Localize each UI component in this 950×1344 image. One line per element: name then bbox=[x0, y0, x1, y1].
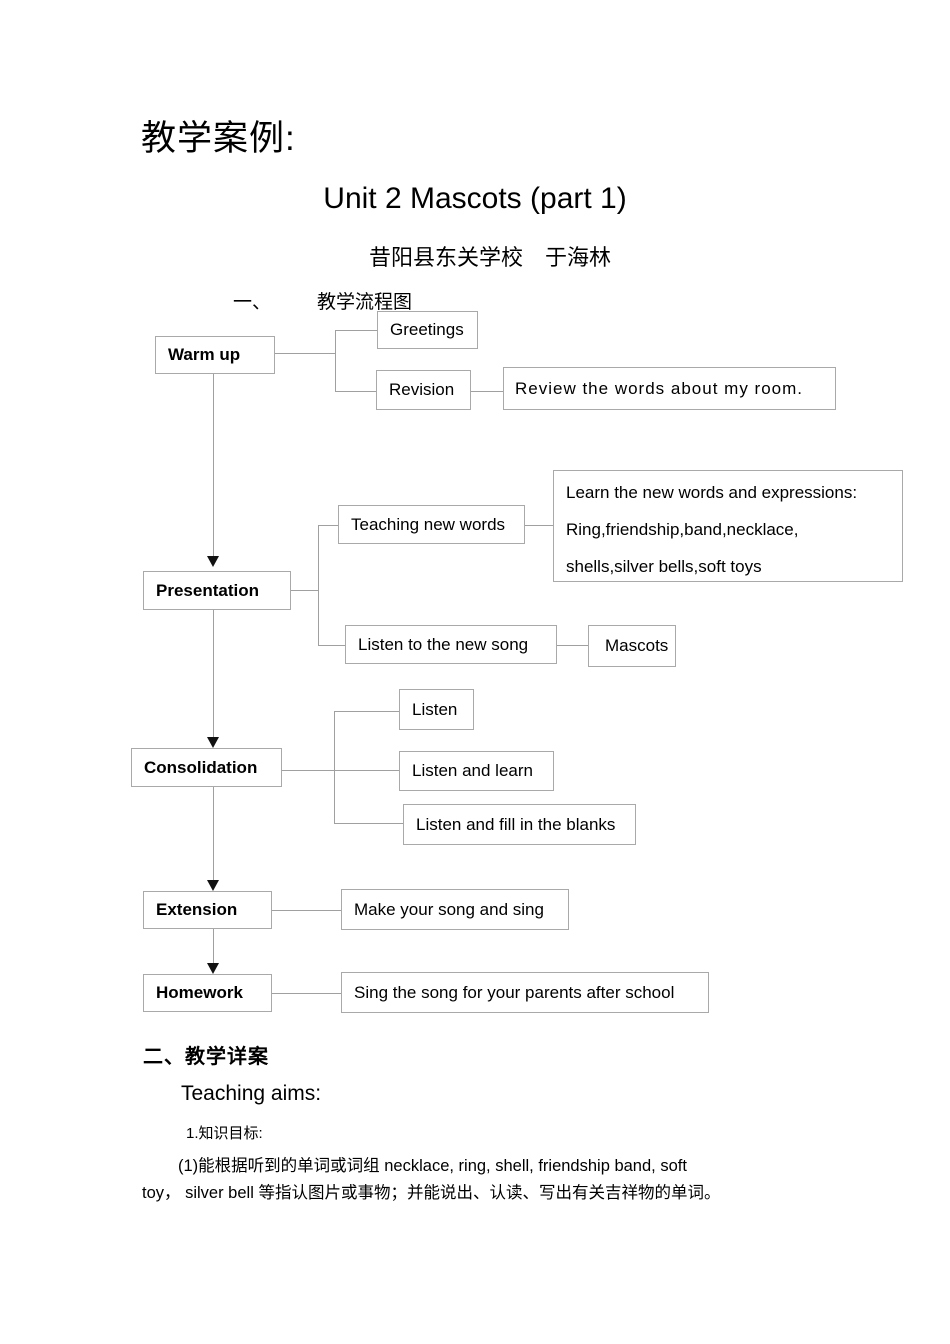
arrow-down-icon bbox=[207, 880, 219, 891]
arrow-line bbox=[213, 374, 214, 556]
arrow-down-icon bbox=[207, 963, 219, 974]
connector-line bbox=[282, 770, 399, 771]
teaching-aims-heading: Teaching aims: bbox=[181, 1082, 322, 1105]
author-line: 昔阳县东关学校 于海林 bbox=[368, 245, 611, 270]
connector-line bbox=[275, 353, 335, 354]
learn-words-line-1: Learn the new words and expressions: bbox=[566, 483, 858, 502]
flow-box-homework: Homework bbox=[143, 974, 272, 1012]
flow-box-learn-words: Learn the new words and expressions: Rin… bbox=[553, 470, 903, 582]
connector-line bbox=[471, 391, 503, 392]
connector-line bbox=[335, 391, 376, 392]
learn-words-line-3: shells,silver bells,soft toys bbox=[566, 557, 762, 576]
flow-box-extension: Extension bbox=[143, 891, 272, 929]
flow-box-listen-and-fill: Listen and fill in the blanks bbox=[403, 804, 636, 845]
flow-box-mascots: Mascots bbox=[588, 625, 676, 667]
connector-line bbox=[335, 330, 377, 331]
flow-box-revision: Revision bbox=[376, 370, 471, 410]
doc-type-label: 教学案例: bbox=[141, 119, 296, 158]
connector-line bbox=[334, 711, 399, 712]
section-one-title: 教学流程图 bbox=[317, 292, 413, 313]
flow-box-sing-song: Sing the song for your parents after sch… bbox=[341, 972, 709, 1013]
connector-line bbox=[318, 525, 319, 646]
connector-line bbox=[335, 330, 336, 392]
arrow-down-icon bbox=[207, 556, 219, 567]
flow-box-teaching-new-words: Teaching new words bbox=[338, 505, 525, 544]
connector-line bbox=[525, 525, 553, 526]
arrow-line bbox=[213, 787, 214, 880]
flow-box-listen-to-song: Listen to the new song bbox=[345, 625, 557, 664]
connector-line bbox=[318, 525, 338, 526]
connector-line bbox=[334, 711, 335, 824]
unit-title: Unit 2 Mascots (part 1) bbox=[323, 182, 627, 215]
connector-line bbox=[334, 823, 403, 824]
section-one-heading: 一、 教学流程图 bbox=[233, 287, 412, 314]
flow-box-make-song: Make your song and sing bbox=[341, 889, 569, 930]
flow-box-warm-up: Warm up bbox=[155, 336, 275, 374]
connector-line bbox=[272, 910, 341, 911]
knowledge-item-line-2: toy， silver bell 等指认图片或事物；并能说出、认读、写出有关吉祥… bbox=[142, 1184, 721, 1202]
flow-box-consolidation: Consolidation bbox=[131, 748, 282, 787]
knowledge-goal-heading: 1.知识目标: bbox=[186, 1125, 263, 1142]
flow-box-review-words: Review the words about my room. bbox=[503, 367, 836, 410]
section-two-heading: 二、教学详案 bbox=[143, 1046, 269, 1068]
arrow-line bbox=[213, 929, 214, 963]
knowledge-item-line-1: (1)能根据听到的单词或词组 necklace, ring, shell, fr… bbox=[178, 1157, 687, 1175]
knowledge-item-paragraph: (1)能根据听到的单词或词组 necklace, ring, shell, fr… bbox=[142, 1153, 822, 1207]
section-one-number: 一、 bbox=[233, 292, 272, 313]
arrow-down-icon bbox=[207, 737, 219, 748]
flow-box-listen: Listen bbox=[399, 689, 474, 730]
connector-line bbox=[318, 645, 345, 646]
learn-words-line-2: Ring,friendship,band,necklace, bbox=[566, 520, 799, 539]
connector-line bbox=[291, 590, 318, 591]
arrow-line bbox=[213, 610, 214, 737]
connector-line bbox=[557, 645, 588, 646]
flow-box-presentation: Presentation bbox=[143, 571, 291, 610]
connector-line bbox=[272, 993, 341, 994]
flow-box-listen-and-learn: Listen and learn bbox=[399, 751, 554, 791]
flow-box-greetings: Greetings bbox=[377, 311, 478, 349]
